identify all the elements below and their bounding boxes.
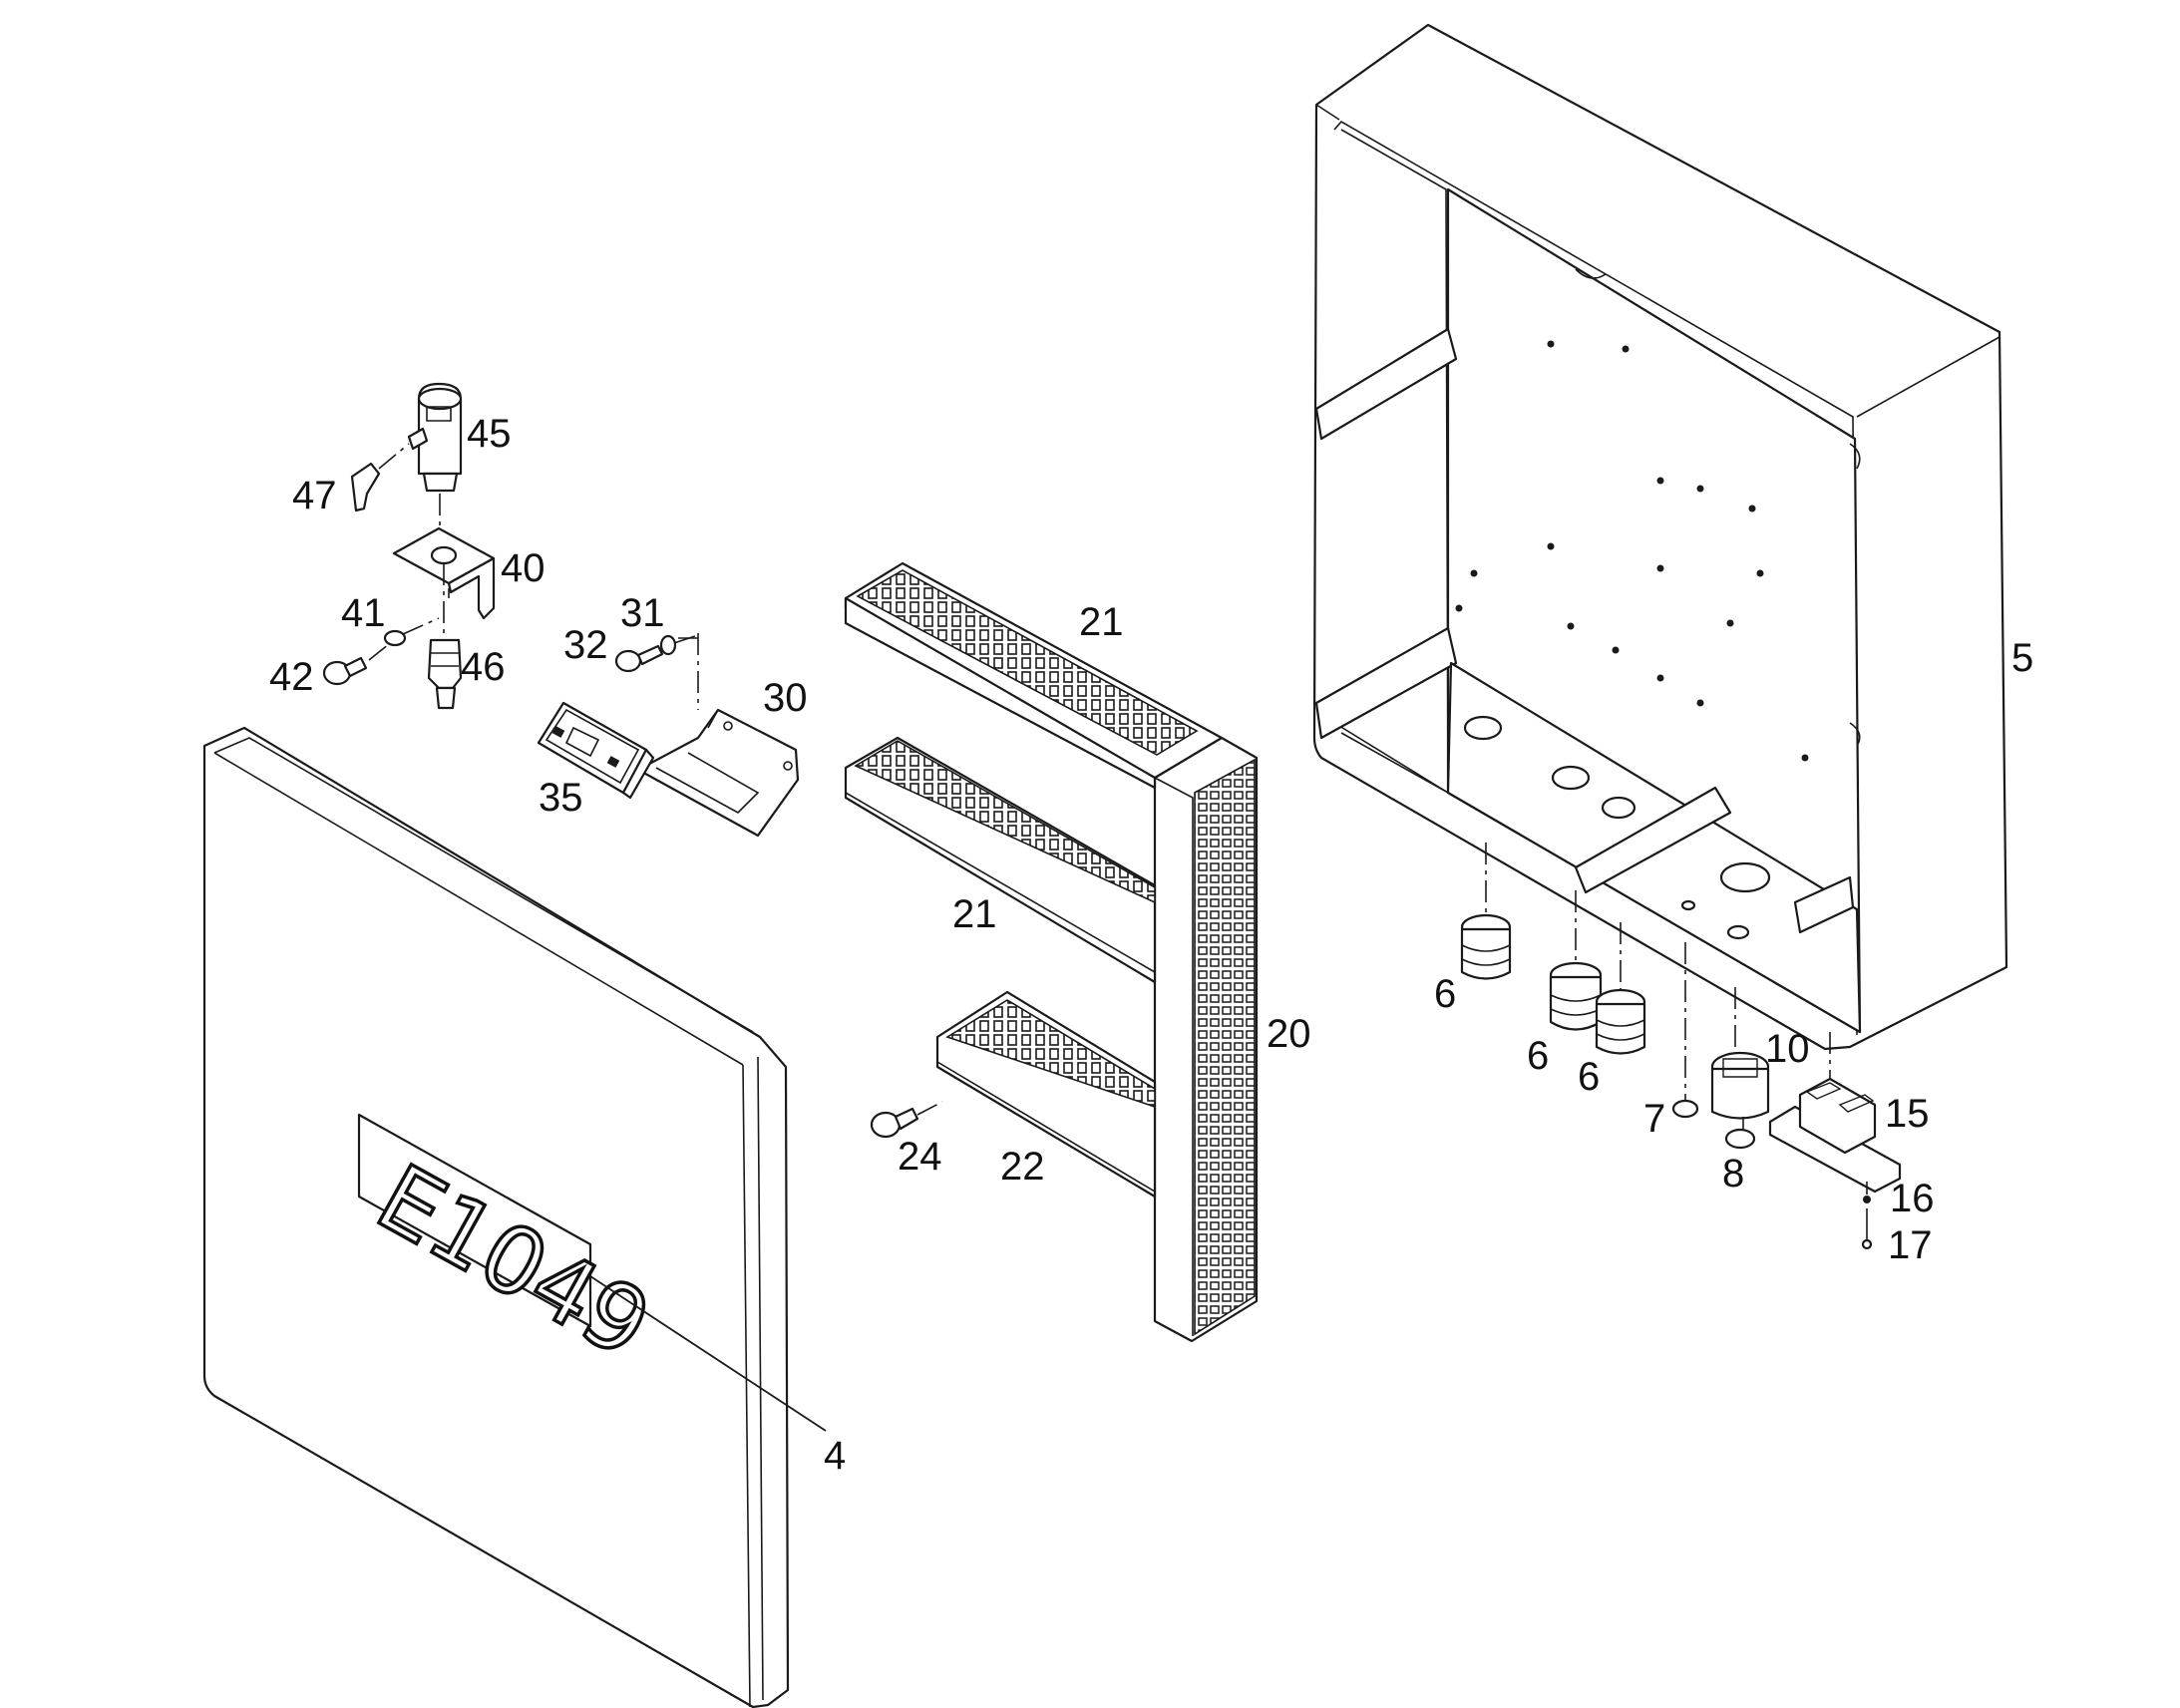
label-42: 42 bbox=[269, 655, 314, 699]
plug-7 bbox=[1671, 942, 1699, 1119]
label-17: 17 bbox=[1888, 1223, 1933, 1267]
washer-31 bbox=[659, 634, 699, 656]
washer-16 bbox=[1863, 1182, 1871, 1203]
part-labels: 4 5 6 6 6 7 8 10 15 16 17 20 21 21 22 24… bbox=[269, 412, 2033, 1478]
cable-gland-6a bbox=[1460, 843, 1512, 980]
label-7: 7 bbox=[1643, 1097, 1665, 1141]
elbow-fitting-47 bbox=[350, 427, 429, 512]
display-module-35 bbox=[537, 701, 655, 800]
label-35: 35 bbox=[539, 776, 583, 820]
label-30: 30 bbox=[763, 676, 808, 720]
label-21-top: 21 bbox=[1079, 600, 1124, 644]
label-41: 41 bbox=[341, 591, 386, 635]
label-21-middle: 21 bbox=[952, 892, 997, 936]
label-6c: 6 bbox=[1578, 1055, 1600, 1099]
screw-24 bbox=[870, 1101, 943, 1139]
label-45: 45 bbox=[467, 412, 512, 456]
screw-17 bbox=[1861, 1208, 1873, 1250]
enclosure-box bbox=[1312, 23, 2008, 1051]
screw-32 bbox=[614, 644, 664, 673]
label-47: 47 bbox=[292, 474, 337, 517]
label-8: 8 bbox=[1722, 1152, 1744, 1196]
angle-bracket-40 bbox=[392, 526, 496, 638]
cable-duct-assembly bbox=[844, 561, 1259, 1343]
label-20: 20 bbox=[1267, 1012, 1311, 1056]
label-46: 46 bbox=[461, 645, 506, 689]
label-16: 16 bbox=[1890, 1177, 1935, 1220]
washer-41 bbox=[383, 629, 407, 647]
label-6b: 6 bbox=[1527, 1034, 1549, 1078]
cable-gland-6c bbox=[1595, 922, 1646, 1055]
leader-lines bbox=[589, 1275, 827, 1432]
label-32: 32 bbox=[563, 623, 608, 667]
label-40: 40 bbox=[501, 546, 545, 590]
connector-10 bbox=[1710, 987, 1770, 1120]
seal-8 bbox=[1724, 1117, 1756, 1150]
label-10: 10 bbox=[1765, 1027, 1810, 1071]
label-31: 31 bbox=[620, 591, 665, 635]
label-22: 22 bbox=[1000, 1145, 1045, 1189]
fitting-46 bbox=[427, 638, 463, 710]
connector-15 bbox=[1768, 1032, 1902, 1194]
label-24: 24 bbox=[898, 1135, 942, 1179]
label-15: 15 bbox=[1885, 1092, 1930, 1136]
mounting-bracket-30 bbox=[636, 633, 800, 838]
cable-gland-6b bbox=[1549, 890, 1603, 1031]
label-6a: 6 bbox=[1434, 972, 1456, 1016]
screw-42 bbox=[322, 617, 440, 686]
label-5: 5 bbox=[2011, 636, 2033, 680]
front-cover-door: E1049 bbox=[202, 726, 790, 1708]
label-4: 4 bbox=[824, 1434, 846, 1478]
pressure-sensor-45 bbox=[417, 382, 463, 528]
